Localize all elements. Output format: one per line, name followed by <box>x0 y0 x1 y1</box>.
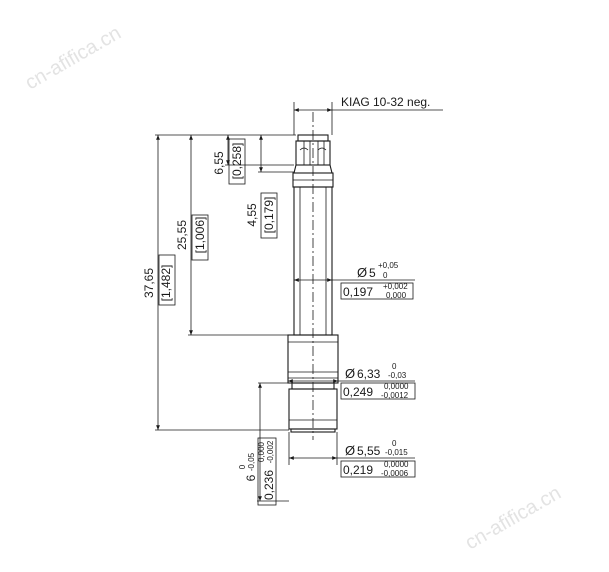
d5-mm: 5 <box>369 266 376 280</box>
d555-tol-up: 0 <box>392 439 397 448</box>
d555-in-tol-lo: -0,0006 <box>381 469 409 478</box>
d5-in: 0,197 <box>343 285 373 299</box>
dimension-lines <box>156 108 443 501</box>
d555-tol-lo: -0,015 <box>385 448 408 457</box>
watermark-bottom: cn-afifica.cn <box>462 482 565 554</box>
d5-in-tol-lo: 0,000 <box>386 291 407 300</box>
thread-callout: KIAG 10-32 neg. <box>341 95 430 109</box>
head-body <box>295 140 331 166</box>
bottom-in-tol-lo: -0,002 <box>266 440 275 463</box>
watermark-top: cn-afifica.cn <box>22 22 125 94</box>
bottom-in: 0,236 <box>262 470 276 500</box>
d633-tol-lo: -0,03 <box>388 371 407 380</box>
d5-in-tol-up: +0,002 <box>383 282 408 291</box>
bottom-tol-up: 0 <box>238 464 247 469</box>
head-mm: 6,55 <box>212 151 226 175</box>
d633-in-tol-lo: -0,0012 <box>381 391 409 400</box>
overall-mm: 37,65 <box>142 268 156 298</box>
d555-in-tol-up: 0,0000 <box>384 460 409 469</box>
d5-tol-lo: 0 <box>383 271 388 280</box>
neck-mm: 4,55 <box>245 203 259 227</box>
bottom-tol-lo: -0,05 <box>247 452 256 471</box>
head-in: [0,258] <box>230 143 244 180</box>
d633-in-tol-up: 0,0000 <box>384 382 409 391</box>
d5-sym: Ø <box>357 265 367 280</box>
shank-mm: 25,55 <box>175 220 189 250</box>
d633-sym: Ø <box>345 366 355 381</box>
part-outline <box>287 112 339 440</box>
extension-lines <box>155 102 338 502</box>
d633-mm: 6,33 <box>357 367 381 381</box>
d633-tol-up: 0 <box>392 362 397 371</box>
d555-in: 0,219 <box>343 463 373 477</box>
overall-in: [1,482] <box>159 265 173 302</box>
d555-sym: Ø <box>345 443 355 458</box>
shank-in: [1,006] <box>193 217 207 254</box>
bottom-in-tol-up: 0,000 <box>257 441 266 462</box>
d633-in: 0,249 <box>343 385 373 399</box>
bottom-mm: 6 <box>244 474 258 481</box>
neck-in: [0,179] <box>262 197 276 234</box>
d555-mm: 5,55 <box>357 444 381 458</box>
d5-tol-up: +0,05 <box>378 261 399 270</box>
